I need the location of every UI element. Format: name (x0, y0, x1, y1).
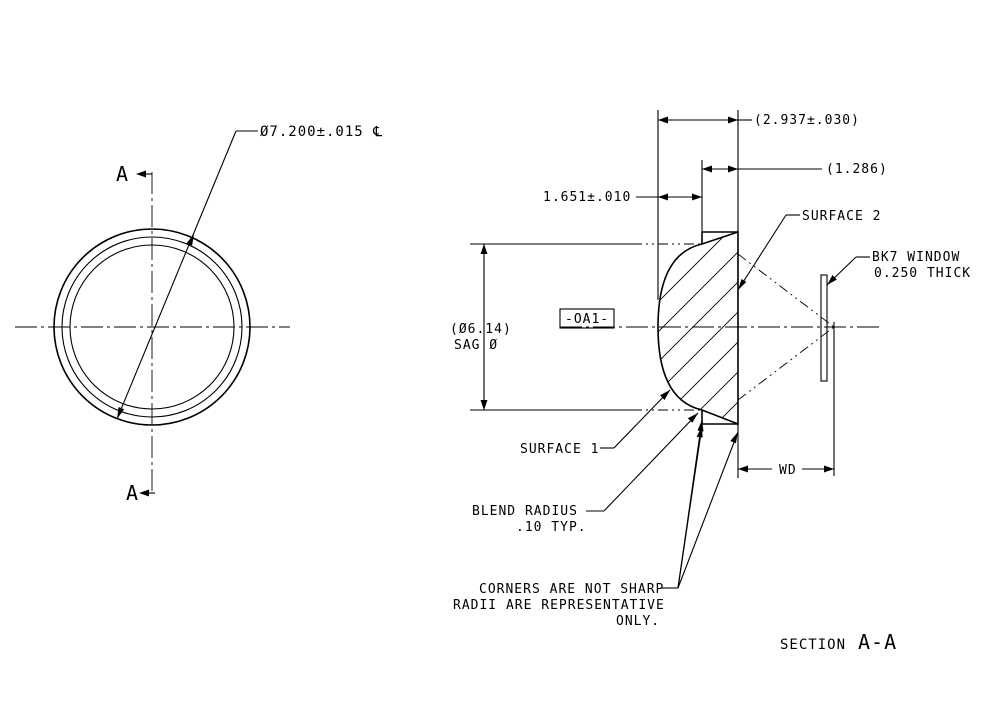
label-window-line1: BK7 WINDOW (872, 250, 960, 265)
note-corners-line1: CORNERS ARE NOT SHARP (479, 582, 664, 597)
label-surface-1: SURFACE 1 (520, 442, 599, 457)
marginal-ray-top (737, 253, 835, 328)
corners-leader-2 (677, 425, 703, 589)
section-marker-bottom: A (126, 481, 139, 505)
section-title-word: SECTION (780, 637, 846, 653)
bk7-window (820, 274, 828, 382)
dim-sag-depth: 1.651±.010 (543, 190, 631, 205)
blend-radius-leader (603, 412, 699, 512)
dim-overall-thickness: (2.937±.030) (754, 113, 860, 128)
lens-section-outline (701, 230, 739, 426)
section-arrow-bottom (139, 489, 149, 497)
surface-1-profile (657, 243, 703, 411)
section-arrow-top (136, 170, 146, 178)
section-view: (2.937±.030) (1.286) 1.651±.010 SURFACE … (450, 110, 971, 654)
corners-leader-3 (677, 431, 739, 589)
label-wd: WD (779, 463, 797, 478)
dim-flange-offset: (1.286) (826, 162, 888, 177)
label-surface-2: SURFACE 2 (802, 209, 881, 224)
section-marker-top: A (116, 162, 129, 186)
label-blend-line2: .10 TYP. (516, 520, 587, 535)
front-view: A A Ø7.200±.015 ℄ (15, 124, 383, 505)
note-corners-line2: RADII ARE REPRESENTATIVE (453, 598, 665, 613)
label-sag-line2: SAG Ø (454, 338, 498, 353)
surface-2-leader (737, 214, 787, 291)
diameter-note: Ø7.200±.015 ℄ (260, 124, 383, 140)
label-sag-line1: (Ø6.14) (450, 322, 512, 337)
marginal-ray-bottom (737, 326, 835, 401)
datum-box (559, 308, 615, 329)
note-corners-line3: ONLY. (616, 614, 660, 629)
section-hatching (658, 232, 738, 424)
surface-1-leader (613, 389, 671, 449)
section-title-id: A-A (858, 630, 897, 654)
label-window-line2: 0.250 THICK (874, 266, 971, 281)
label-blend-line1: BLEND RADIUS (472, 504, 578, 519)
datum-label: -OA1- (565, 312, 609, 327)
diameter-leader (116, 130, 237, 420)
